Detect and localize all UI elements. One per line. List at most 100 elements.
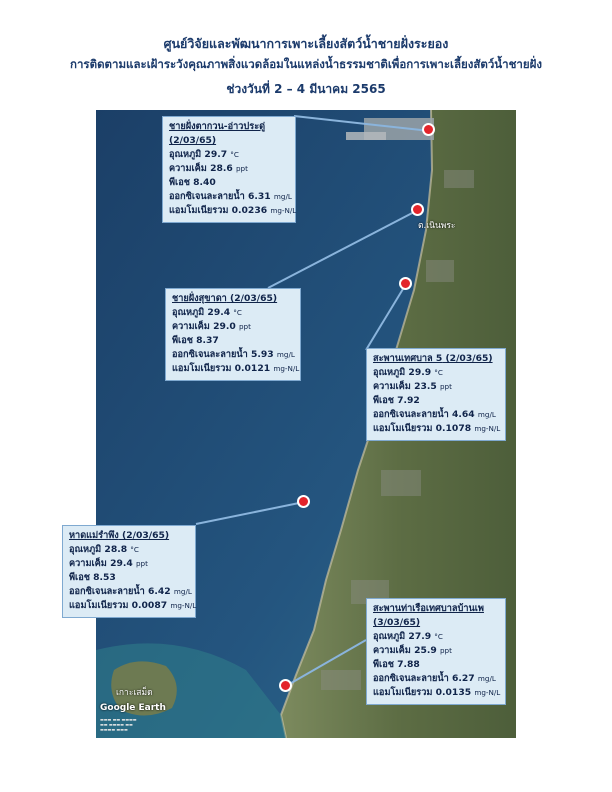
callout-text: mg/L [173, 587, 192, 596]
station-name: ชายฝั่งตากวน-อ่าวประดู่ [169, 121, 266, 132]
callout-text: 0.0236 [231, 205, 268, 216]
callout-text: 5.93 [251, 349, 274, 360]
temp-row: อุณหภูมิ 29.7 °C [169, 148, 289, 162]
callout-text: 28.8 [104, 544, 128, 555]
callout-text: ppt [439, 382, 452, 391]
station-callout-2[interactable]: ชายฝั่งสุขาดา (2/03/65) อุณหภูมิ 29.4 °C… [165, 288, 301, 381]
station-date: (3/03/65) [373, 617, 421, 628]
callout-text: mg-N/L [474, 688, 501, 697]
callout-text: °C [130, 545, 139, 554]
callout-text: อุณหภูมิ [373, 631, 406, 642]
callout-text: 0.0121 [234, 363, 271, 374]
callout-text: อุณหภูมิ [373, 367, 406, 378]
callout-text: 0.0087 [131, 600, 168, 611]
callout-text: อุณหภูมิ [69, 544, 102, 555]
callout-text: mg-N/L [170, 601, 197, 610]
nh3-row: แอมโมเนียรวม 0.0121 mg-N/L [172, 362, 299, 376]
callout-text: ความเค็ม [373, 381, 411, 392]
callout-text: พีเอช [373, 395, 394, 406]
callout-text: 8.40 [193, 177, 216, 188]
callout-text: ppt [135, 559, 148, 568]
callout-text: 4.64 [452, 409, 475, 420]
callout-text: 25.9 [414, 645, 437, 656]
callout-text: 0.1078 [435, 423, 472, 434]
callout-text: 27.9 [408, 631, 432, 642]
callout-text: แอมโมเนียรวม [169, 205, 229, 216]
callout-text: ความเค็ม [169, 163, 207, 174]
callout-text: ชายฝั่งสุขาดา [172, 293, 227, 304]
station-name-date: สะพานเทศบาล 5 (2/03/65) [373, 352, 499, 366]
station-callout-3[interactable]: สะพานเทศบาล 5 (2/03/65) อุณหภูมิ 29.9 °C… [366, 348, 506, 441]
nh3-row: แอมโมเนียรวม 0.0135 mg-N/L [373, 686, 501, 700]
callout-text: 29.0 [213, 321, 236, 332]
callout-text: สะพานเทศบาล 5 [373, 353, 443, 364]
report-title-line-1: ศูนย์วิจัยและพัฒนาการเพาะเลี้ยงสัตว์น้ำช… [163, 36, 449, 51]
station-marker-1[interactable] [422, 123, 435, 136]
island-koh-samet [111, 661, 177, 716]
callout-text: ppt [235, 164, 248, 173]
do-row: ออกซิเจนละลายน้ำ 6.42 mg/L [69, 585, 192, 599]
callout-text: 7.88 [397, 659, 420, 670]
report-date-range: ช่วงวันที่ 2 – 4 มีนาคม 2565 [226, 82, 386, 96]
ph-row: พีเอช 8.37 [172, 334, 294, 348]
callout-text: °C [233, 308, 242, 317]
callout-text: ความเค็ม [172, 321, 210, 332]
port-pier [346, 132, 386, 140]
ph-row: พีเอช 8.40 [169, 176, 289, 190]
station-marker-2[interactable] [411, 203, 424, 216]
callout-text: แอมโมเนียรวม [373, 423, 433, 434]
callout-text: 29.9 [408, 367, 432, 378]
salinity-row: ความเค็ม 23.5 ppt [373, 380, 499, 394]
callout-text: ออกซิเจนละลายน้ำ [169, 191, 245, 202]
callout-text: 29.7 [204, 149, 228, 160]
nh3-row: แอมโมเนียรวม 0.0236 mg-N/L [169, 204, 296, 218]
station-name-date: หาดแม่รำพึง (2/03/65) [69, 529, 189, 543]
callout-text: ความเค็ม [373, 645, 411, 656]
nh3-row: แอมโมเนียรวม 0.1078 mg-N/L [373, 422, 501, 436]
callout-text: ความเค็ม [69, 558, 107, 569]
callout-text: แอมโมเนียรวม [69, 600, 129, 611]
callout-text: ppt [439, 646, 452, 655]
callout-text: อุณหภูมิ [172, 307, 205, 318]
ph-row: พีเอช 7.92 [373, 394, 499, 408]
report-title-line-2: การติดตามและเฝ้าระวังคุณภาพสิ่งแวดล้อมใน… [70, 57, 542, 71]
callout-text: mg/L [477, 410, 496, 419]
ph-row: พีเอช 7.88 [373, 658, 499, 672]
callout-text: (2/03/65) [445, 353, 493, 364]
callout-text: ppt [238, 322, 251, 331]
station-marker-4[interactable] [297, 495, 310, 508]
callout-text: พีเอช [69, 572, 90, 583]
callout-text: 29.4 [207, 307, 231, 318]
callout-text: 6.27 [452, 673, 475, 684]
callout-text: หาดแม่รำพึง [69, 530, 119, 541]
callout-text: mg/L [477, 674, 496, 683]
callout-text: mg-N/L [474, 424, 501, 433]
station-marker-5[interactable] [279, 679, 292, 692]
place-label-noen-phra: ต.เนินพระ [418, 221, 456, 231]
callout-text: 8.53 [93, 572, 116, 583]
callout-text: °C [230, 150, 239, 159]
callout-text: mg/L [273, 192, 292, 201]
callout-text: พีเอช [169, 177, 190, 188]
do-row: ออกซิเจนละลายน้ำ 5.93 mg/L [172, 348, 295, 362]
callout-text: 8.37 [196, 335, 219, 346]
callout-text: อุณหภูมิ [169, 149, 202, 160]
station-callout-1[interactable]: ชายฝั่งตากวน-อ่าวประดู่ (2/03/65) อุณหภู… [162, 116, 296, 223]
map-attribution: ▬▬▬ ▬▬ ▬▬▬▬▬▬ ▬▬▬▬ ▬▬▬▬▬▬ ▬▬▬ [100, 717, 137, 732]
station-marker-3[interactable] [399, 277, 412, 290]
callout-text: 23.5 [414, 381, 437, 392]
callout-text: ออกซิเจนละลายน้ำ [69, 586, 145, 597]
do-row: ออกซิเจนละลายน้ำ 6.31 mg/L [169, 190, 292, 204]
callout-text: °C [434, 368, 443, 377]
temp-row: อุณหภูมิ 27.9 °C [373, 630, 499, 644]
station-name: สะพานท่าเรือเทศบาลบ้านเพ [373, 603, 484, 614]
place-label-koh-samet: เกาะเสม็ด [116, 688, 153, 698]
callout-text: ออกซิเจนละลายน้ำ [373, 673, 449, 684]
temp-row: อุณหภูมิ 29.9 °C [373, 366, 499, 380]
callout-text: 6.42 [148, 586, 171, 597]
station-callout-5[interactable]: สะพานท่าเรือเทศบาลบ้านเพ (3/03/65) อุณหภ… [366, 598, 506, 705]
temp-row: อุณหภูมิ 29.4 °C [172, 306, 294, 320]
station-callout-4[interactable]: หาดแม่รำพึง (2/03/65) อุณหภูมิ 28.8 °C ค… [62, 525, 196, 618]
do-row: ออกซิเจนละลายน้ำ 4.64 mg/L [373, 408, 499, 422]
nh3-row: แอมโมเนียรวม 0.0087 mg-N/L [69, 599, 196, 613]
